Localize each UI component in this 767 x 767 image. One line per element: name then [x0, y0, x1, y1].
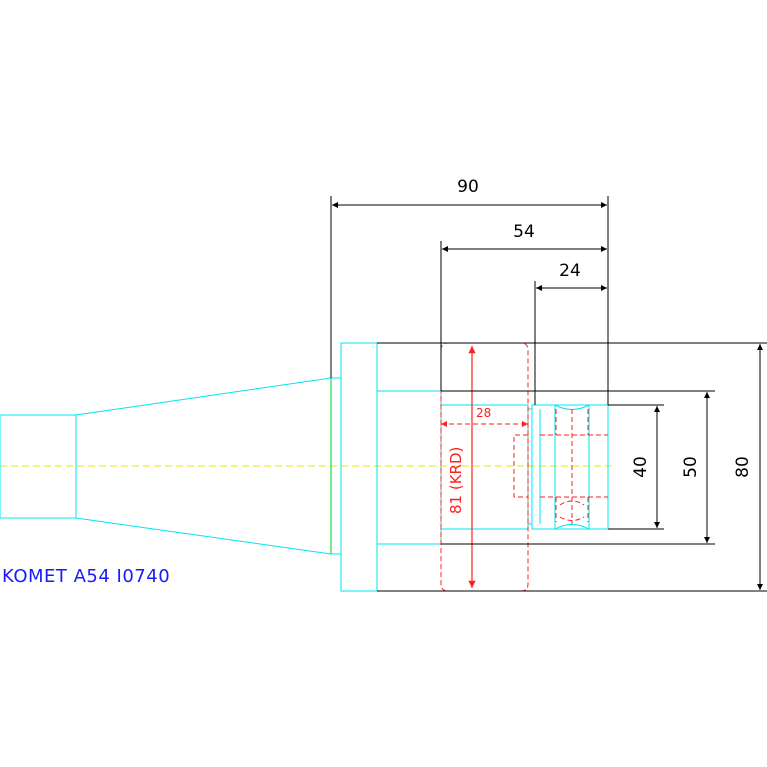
tool-body — [331, 342, 609, 592]
top-groove — [554, 404, 590, 410]
krd-diameter-text: 81 (KRD) — [447, 447, 465, 514]
diameter-dimensions: 40 50 80 — [377, 342, 767, 592]
dim-text-80: 80 — [733, 456, 753, 478]
hidden-features — [440, 342, 608, 592]
shank-end-block — [0, 414, 77, 519]
inner-bore — [513, 434, 528, 498]
dim-text-54: 54 — [513, 222, 535, 242]
dim-text-40: 40 — [631, 456, 651, 478]
taper-bottom-edge — [75, 517, 332, 555]
part-label: KOMET A54 I0740 — [2, 566, 170, 587]
dim-text-24: 24 — [559, 261, 581, 281]
krd-dimensions: 28 81 (KRD) — [441, 346, 528, 588]
krd-width-text: 28 — [476, 406, 491, 420]
head-body — [531, 404, 609, 530]
flange — [340, 342, 378, 592]
dim-text-50: 50 — [681, 456, 701, 478]
dim-text-90: 90 — [457, 177, 479, 197]
taper-shank — [0, 377, 332, 555]
bottom-groove — [554, 524, 590, 530]
taper-top-edge — [75, 377, 332, 416]
length-dimensions: 90 54 24 — [330, 177, 609, 405]
